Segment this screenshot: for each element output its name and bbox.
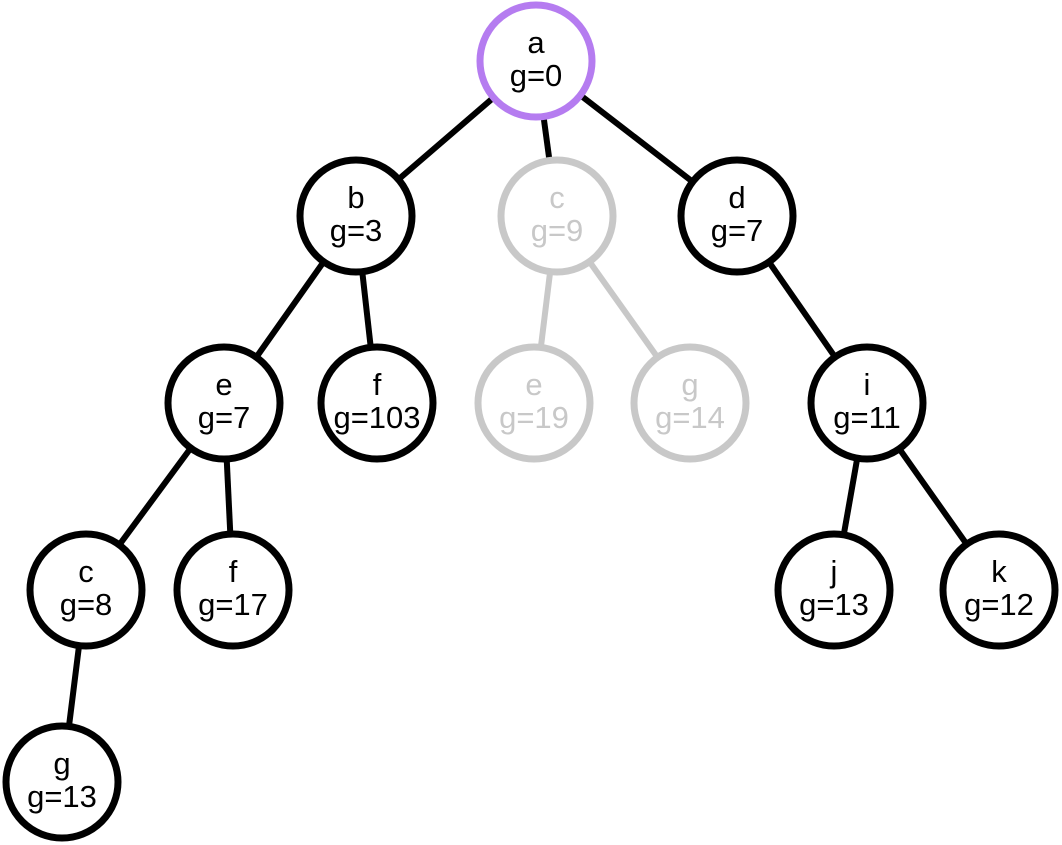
node-cost: g=17: [198, 587, 268, 622]
node-circle: [476, 1, 596, 121]
node-circle: [497, 156, 617, 276]
node-label: e: [215, 367, 232, 402]
node-cost: g=14: [655, 400, 725, 435]
node-label: c: [549, 180, 565, 215]
tree-node-e1: eg=7: [164, 343, 284, 463]
node-cost: g=9: [531, 213, 584, 248]
tree-node-f1: fg=103: [317, 343, 437, 463]
node-cost: g=103: [333, 400, 420, 435]
node-cost: g=7: [711, 213, 764, 248]
node-cost: g=7: [198, 400, 251, 435]
node-label: f: [373, 367, 382, 402]
node-cost: g=11: [833, 400, 901, 435]
node-circle: [474, 343, 594, 463]
node-label: a: [527, 25, 545, 60]
node-label: c: [78, 554, 94, 589]
node-label: g: [53, 746, 70, 781]
node-cost: g=13: [799, 587, 869, 622]
tree-node-i: ig=11: [807, 343, 927, 463]
node-label: b: [347, 180, 364, 215]
node-cost: g=8: [60, 587, 113, 622]
node-label: k: [991, 554, 1007, 589]
node-circle: [807, 343, 927, 463]
node-circle: [26, 530, 146, 650]
node-cost: g=19: [499, 400, 569, 435]
node-circle: [2, 722, 122, 842]
tree-node-g2: gg=13: [2, 722, 122, 842]
node-circle: [164, 343, 284, 463]
node-cost: g=3: [330, 213, 383, 248]
node-label: j: [830, 554, 838, 589]
tree-node-c2: cg=8: [26, 530, 146, 650]
tree-node-d: dg=7: [677, 156, 797, 276]
node-circle: [173, 530, 293, 650]
node-cost: g=13: [27, 779, 97, 814]
tree-node-a: ag=0: [476, 1, 596, 121]
tree-node-b: bg=3: [296, 156, 416, 276]
node-label: f: [229, 554, 238, 589]
node-circle: [296, 156, 416, 276]
tree-node-f2: fg=17: [173, 530, 293, 650]
node-label: e: [525, 367, 542, 402]
node-cost: g=12: [964, 587, 1034, 622]
node-circle: [677, 156, 797, 276]
tree-node-e2: eg=19: [474, 343, 594, 463]
tree-node-g1: gg=14: [630, 343, 750, 463]
node-label: i: [864, 367, 871, 402]
tree-node-j: jg=13: [774, 530, 894, 650]
tree-node-c1: cg=9: [497, 156, 617, 276]
node-circle: [630, 343, 750, 463]
node-circle: [317, 343, 437, 463]
node-label: g: [681, 367, 698, 402]
node-label: d: [728, 180, 745, 215]
node-circle: [774, 530, 894, 650]
tree-node-k: kg=12: [939, 530, 1059, 650]
node-cost: g=0: [510, 58, 563, 93]
node-circle: [939, 530, 1059, 650]
